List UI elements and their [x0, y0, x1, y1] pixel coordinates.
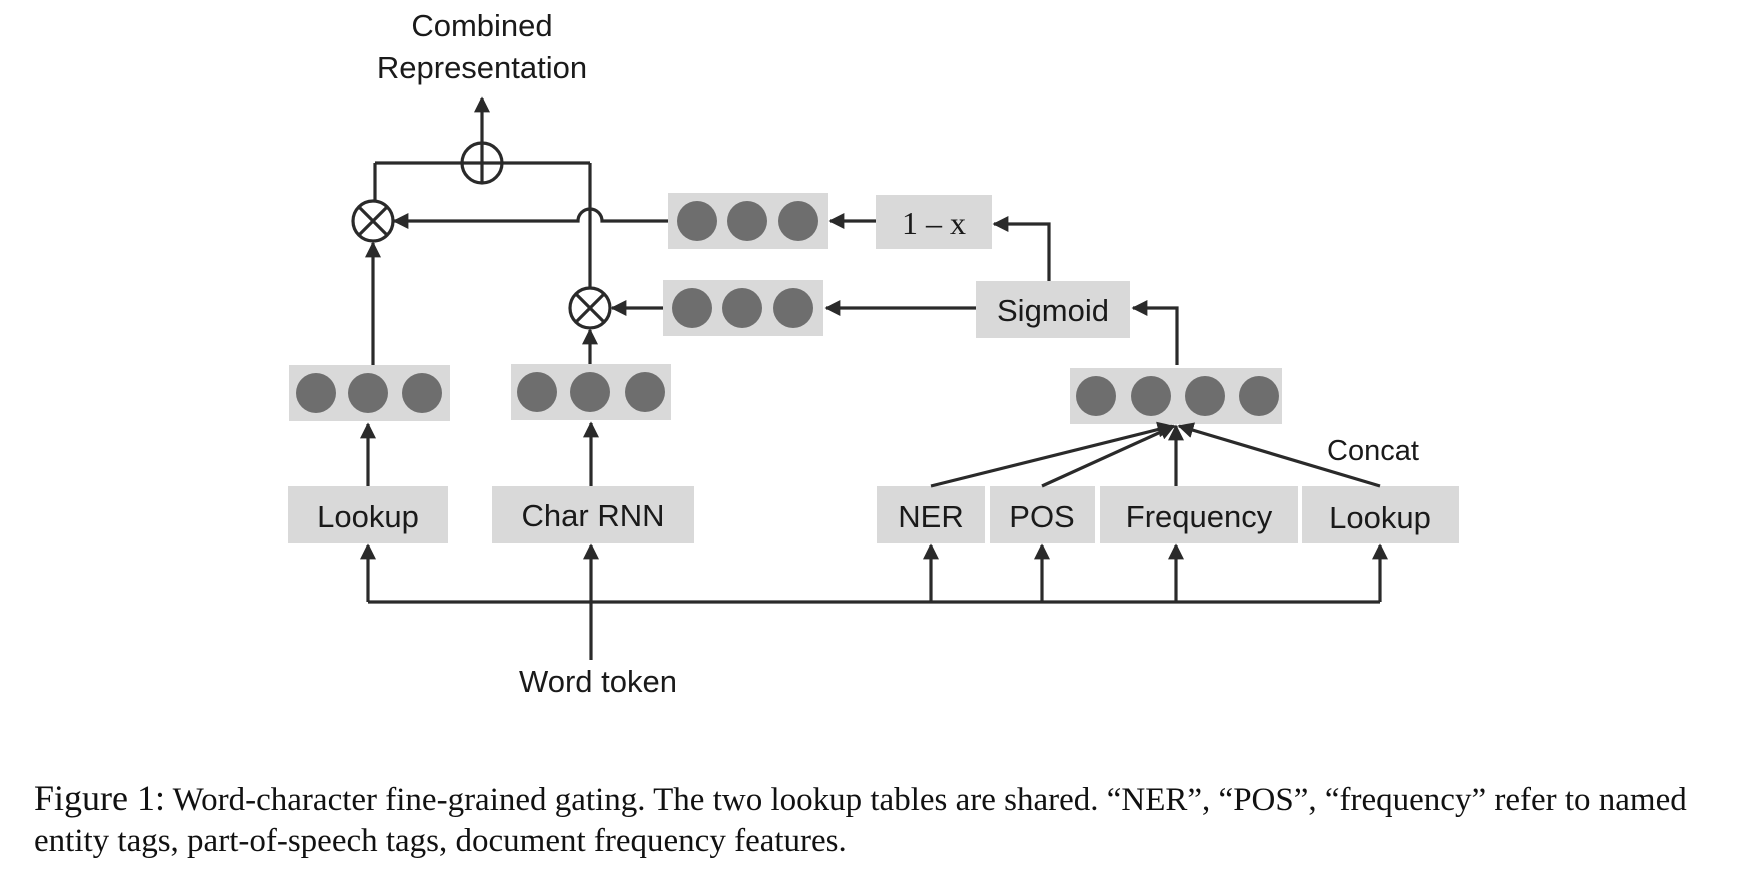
concat-fan-in — [930, 421, 1381, 488]
bus-arrows — [360, 543, 1388, 602]
caption-text: Word-character fine-grained gating. The … — [34, 782, 1687, 859]
top-gate-vector — [668, 193, 828, 249]
sum-operator — [375, 141, 590, 185]
right-lookup-box: Lookup — [1302, 486, 1459, 543]
concat-label: Concat — [1327, 435, 1419, 467]
concat-feature-vector — [1070, 368, 1282, 424]
left-multiply-operator — [351, 199, 395, 243]
char-rnn-box: Char RNN — [492, 486, 694, 543]
left-lookup-box: Lookup — [288, 486, 448, 543]
svg-text:Lookup: Lookup — [317, 499, 419, 534]
top-gate-to-left-multiply — [392, 207, 668, 229]
svg-text:NER: NER — [898, 499, 963, 534]
output-label-line1: Combined — [411, 8, 552, 43]
word-embedding-vector — [289, 365, 450, 421]
middle-gate-vector — [663, 280, 823, 336]
frequency-box: Frequency — [1100, 486, 1298, 543]
sigmoid-to-one-minus-x-arrow — [992, 216, 1051, 281]
output-label-line2: Representation — [377, 50, 587, 85]
gating-diagram: Combined Representation 1 – x — [288, 8, 1459, 699]
ner-box: NER — [877, 486, 985, 543]
right-multiply-operator — [568, 286, 612, 330]
svg-text:POS: POS — [1009, 499, 1074, 534]
char-embedding-vector — [511, 364, 671, 420]
svg-text:Sigmoid: Sigmoid — [997, 293, 1109, 328]
concat-to-sigmoid-arrow — [1131, 300, 1179, 365]
svg-text:Lookup: Lookup — [1329, 500, 1431, 535]
sigmoid-box: Sigmoid — [976, 281, 1130, 338]
figure-caption: Figure 1: Word-character fine-grained ga… — [34, 778, 1734, 862]
svg-text:Char RNN: Char RNN — [522, 498, 665, 533]
figure-label: Figure 1: — [34, 778, 165, 818]
svg-text:Frequency: Frequency — [1126, 499, 1273, 534]
svg-text:1 – x: 1 – x — [902, 205, 966, 241]
one-minus-x-box: 1 – x — [876, 195, 992, 249]
pos-box: POS — [990, 486, 1095, 543]
word-token-label: Word token — [519, 664, 677, 699]
